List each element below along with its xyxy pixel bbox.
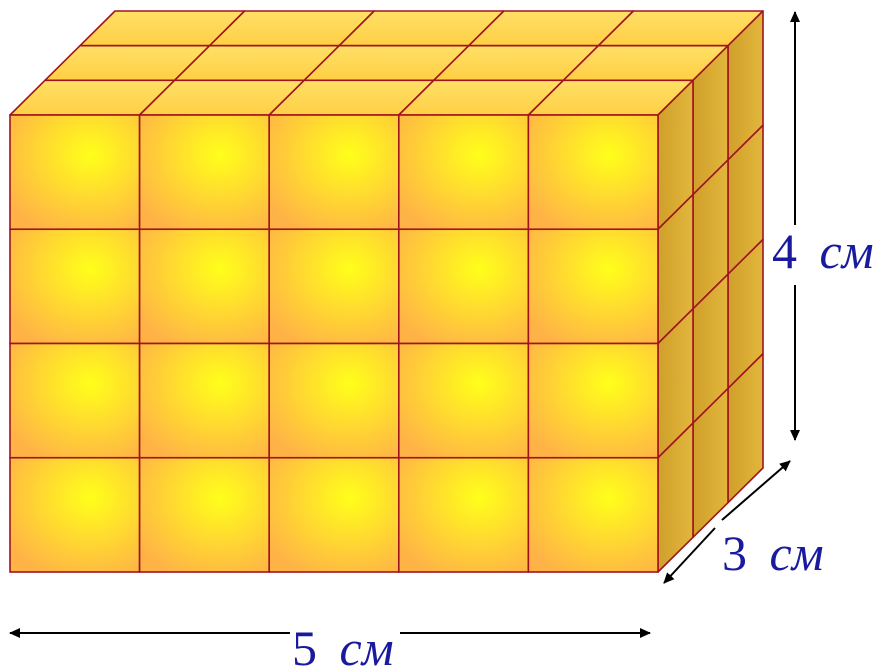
front-cube-face — [9, 228, 141, 345]
width-unit: см — [340, 620, 394, 670]
height-dimension: 4 см — [772, 11, 874, 441]
height-value: 4 — [772, 223, 797, 279]
front-cube-face — [527, 456, 659, 573]
front-cube-face — [397, 342, 530, 459]
front-cube-face — [268, 342, 400, 459]
front-cube-face — [268, 228, 400, 345]
width-value: 5 — [292, 620, 317, 670]
prism-top-face — [9, 10, 764, 116]
depth-dimension: 3 см — [663, 460, 824, 584]
depth-unit: см — [770, 525, 824, 581]
front-cube-face — [9, 342, 141, 459]
front-cube-face — [527, 114, 659, 231]
front-cube-face — [9, 114, 141, 231]
depth-value: 3 — [722, 525, 747, 581]
prism-side-face — [657, 10, 764, 573]
height-unit: см — [820, 223, 874, 279]
front-cube-face — [138, 228, 271, 345]
front-cube-face — [138, 114, 271, 231]
front-cube-face — [268, 114, 400, 231]
cube-prism — [9, 10, 764, 573]
height-label: 4 см — [772, 223, 874, 279]
front-cube-face — [268, 456, 400, 573]
depth-arrow-upper — [721, 460, 791, 521]
front-cube-face — [138, 342, 271, 459]
depth-label: 3 см — [722, 525, 824, 581]
width-label: 5 см — [292, 620, 394, 670]
front-cube-face — [527, 342, 659, 459]
depth-arrow-lower — [663, 527, 716, 584]
prism-front-face — [9, 114, 659, 573]
front-cube-face — [397, 456, 530, 573]
front-cube-face — [527, 228, 659, 345]
front-cube-face — [397, 114, 530, 231]
front-cube-face — [9, 456, 141, 573]
front-cube-face — [138, 456, 271, 573]
width-dimension: 5 см — [9, 620, 651, 670]
front-cube-face — [397, 228, 530, 345]
